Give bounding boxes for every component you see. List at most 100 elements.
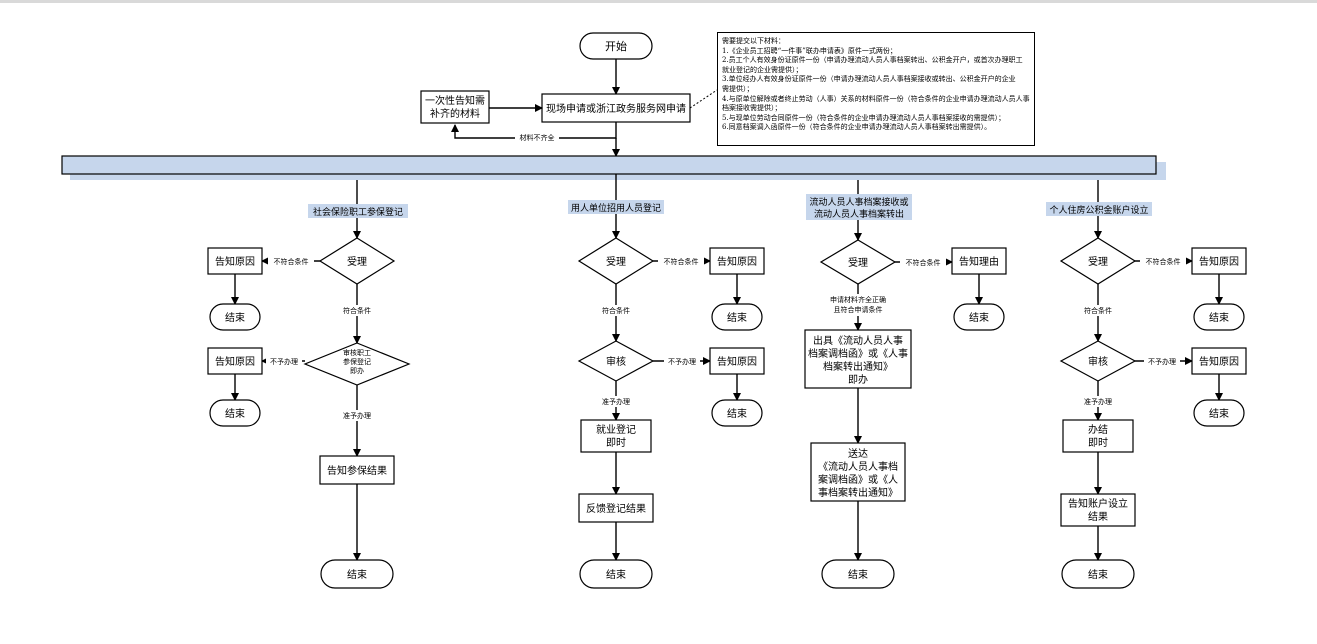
lane2-final [579,559,653,589]
lane4-notok-label: 不符合条件 [1146,257,1181,266]
note-line: 4.与原单位解除或者终止劳动（人事）关系的材料原件一份（符合条件的企业申请办理流… [722,94,1030,103]
lane1-review-l1: 审核职工 [343,348,371,357]
lane2-reg-l1: 就业登记 [596,423,636,436]
lane4-end1 [1193,303,1245,331]
lane4-done-l1: 办结 [1088,423,1108,436]
lane4-notify-box [1060,493,1136,527]
note-line: 6.同意档案调入函原件一份（符合条件的企业申请办理流动人员人事档案转出需提供）。 [722,123,992,132]
lane4-done-box [1062,419,1134,453]
lane3-issue-l1: 出具《流动人员人事 [813,334,903,347]
notify-materials-line1: 一次性告知需 [425,94,485,107]
lane3-header [806,194,912,220]
lane3-deliver-l3: 案调档函》或《人 [818,473,898,486]
lane3-notok-label: 不符合条件 [906,258,941,267]
lane1-header [308,204,408,218]
lane2-end2-label: 结束 [727,407,747,420]
lane3-issue-l4: 即办 [848,373,868,386]
lane3-end1-label: 结束 [969,311,989,324]
lane2-refuse-label: 不予办理 [668,357,696,366]
lane2-accept-label: 受理 [606,256,626,268]
lane1-result-label: 告知参保结果 [327,464,387,477]
lane3-title-line2: 流动人员人事档案转出 [814,208,904,220]
lane3-issue-l3: 档案转出通知》 [823,360,893,373]
lane3-title-line1: 流动人员人事档案接收或 [809,196,908,208]
start-label: 开始 [605,39,627,53]
lane1-refuse-label: 不予办理 [270,357,298,366]
lane2-end1 [711,303,763,331]
lane1-reason2-label: 告知原因 [215,355,255,368]
note-line: 需提供）； [722,84,754,93]
lane1-approve-label: 准予办理 [343,411,371,420]
lane4-reason-label: 告知原因 [1199,255,1239,268]
lane3-deliver-l4: 事档案转出通知》 [818,486,898,499]
lane4-header [1046,202,1152,216]
apply-label: 现场申请或浙江政务服务网申请 [546,102,686,115]
lane3-issue-l2: 档案调档函》或《人事 [808,347,908,360]
note-line: 档案接收需提供）； [722,104,782,113]
lane3-final-label: 结束 [848,568,868,581]
materials-note: 需要提交以下材料： 1.《企业员工招聘“一件事”联办申请表》原件一式两份； 2.… [717,32,1035,146]
lane4-end1-label: 结束 [1209,311,1229,324]
lane3-deliver-l2: 《流动人员人事档 [818,460,898,473]
note-line: 1.《企业员工招聘“一件事”联办申请表》原件一式两份； [722,46,897,55]
notify-materials-line2: 补齐的材料 [430,107,480,120]
lane4-end2 [1193,399,1245,427]
lane2-header [568,200,664,214]
lane2-reg-box [580,419,652,453]
lane2-approve-label: 准予办理 [602,397,630,406]
lane4-final-label: 结束 [1088,568,1108,581]
lane2-final-label: 结束 [606,568,626,581]
lane4-notify-l2: 结果 [1088,510,1108,523]
lane2-end1-label: 结束 [727,311,747,324]
parallel-bar [61,155,1157,175]
note-line: 就业登记的企业需提供）； [722,65,803,74]
lane1-title: 社会保险职工参保登记 [313,206,403,218]
lane3-final [821,559,895,589]
lane4-reason2-box [1191,347,1247,375]
lane2-reg-l2: 即时 [606,437,626,449]
lane1-end2-label: 结束 [225,407,245,420]
lane3-ok-l2: 且符合申请条件 [834,305,883,314]
lane4-end2-label: 结束 [1209,407,1229,420]
lane2-ok-label: 符合条件 [602,306,630,315]
lane1-end1 [209,303,261,331]
lane2-feedback-box [578,493,654,523]
lane2-feedback-label: 反馈登记结果 [586,502,646,515]
lane2-end2 [711,399,763,427]
lane4-final [1061,559,1135,589]
apply-box [541,93,691,123]
top-border [0,0,1317,3]
lane1-reason2-box [207,347,263,375]
lane4-title: 个人住房公积金账户设立 [1049,204,1148,216]
note-line: 2.员工个人有效身份证原件一份（申请办理流动人员人事档案转出、公积金开户，或首次… [722,56,1023,65]
lane1-end2 [209,399,261,427]
lane1-final [320,559,394,589]
lane3-issue-box [804,329,912,389]
lane4-reason2-label: 告知原因 [1199,355,1239,368]
lane3-reason-box [951,247,1007,275]
lane1-review-l2: 参保登记 [343,357,371,366]
lane3-deliver-l1: 送达 [848,447,868,460]
lane4-review-label: 审核 [1088,355,1108,368]
lane4-ok-label: 符合条件 [1084,306,1112,315]
note-line: 3.单位经办人有效身份证原件一份（申请办理流动人员人事档案接收或转出、公积金开户… [722,75,1016,84]
lane1-final-label: 结束 [347,568,367,581]
lane4-notify-l1: 告知账户设立 [1068,497,1128,510]
lane4-refuse-label: 不予办理 [1148,357,1176,366]
lane1-reason-box [207,247,263,275]
lane2-reason-box [709,247,765,275]
lane1-end1-label: 结束 [225,311,245,324]
note-connector [689,89,718,109]
notify-materials-box [420,90,490,124]
lane1-reason-label: 告知原因 [215,255,255,268]
lane1-review-l3: 即办 [350,366,364,375]
lane1-notok-label: 不符合条件 [274,257,309,266]
lane3-ok-l1: 申请材料齐全正确 [830,295,886,304]
lane3-end1 [953,303,1005,331]
lane4-accept-label: 受理 [1088,256,1108,268]
lane1-result-box [319,455,395,485]
lane2-review-label: 审核 [606,355,626,368]
note-line: 5.与现单位劳动合同原件一份（符合条件的企业申请办理流动人员人事档案接收的需提供… [722,113,1006,122]
lane4-approve-label: 准予办理 [1084,397,1112,406]
